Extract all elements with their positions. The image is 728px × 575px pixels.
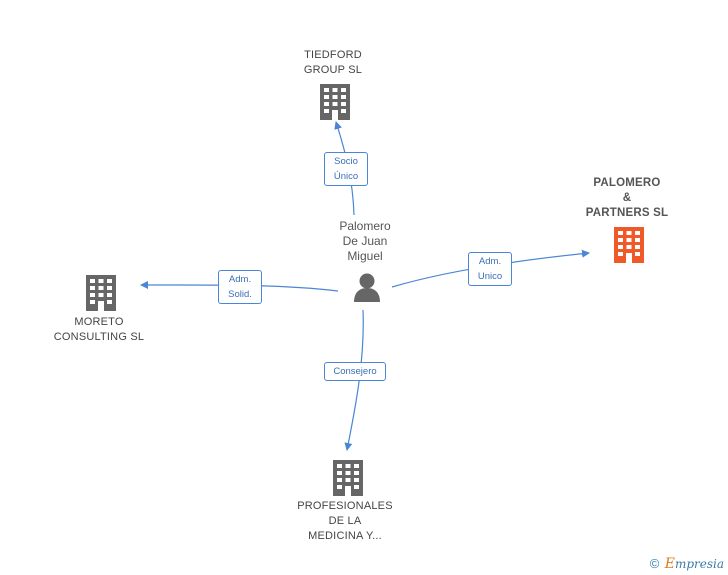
person-label[interactable]: Palomero De Juan Miguel (339, 219, 391, 263)
edge-label-adm-solid[interactable]: Adm. Solid. (218, 270, 262, 304)
company-label-profesionales[interactable]: PROFESIONALES DE LA MEDICINA Y... (297, 500, 393, 542)
company-label-tiedford[interactable]: TIEDFORD GROUP SL (303, 49, 363, 76)
building-icon[interactable] (320, 84, 350, 120)
person-icon[interactable] (354, 273, 380, 303)
empresia-brand: © Empresia (650, 556, 724, 572)
copyright-icon: © (649, 556, 660, 571)
edge-label-socio-unico[interactable]: Socio Único (324, 152, 368, 186)
brand-logo-letter: E (664, 556, 675, 572)
edge-label-adm-unico[interactable]: Adm. Unico (468, 252, 512, 286)
building-icon[interactable] (333, 460, 363, 496)
building-icon[interactable] (86, 275, 116, 311)
building-icon[interactable] (614, 227, 644, 263)
brand-logo-text: mpresia (674, 557, 724, 571)
edge-consejero (344, 309, 364, 451)
edge-label-consejero[interactable]: Consejero (324, 362, 386, 381)
company-label-moreto[interactable]: MORETO CONSULTING SL (53, 316, 145, 343)
company-label-palomero-partners[interactable]: PALOMERO & PARTNERS SL (585, 177, 669, 219)
